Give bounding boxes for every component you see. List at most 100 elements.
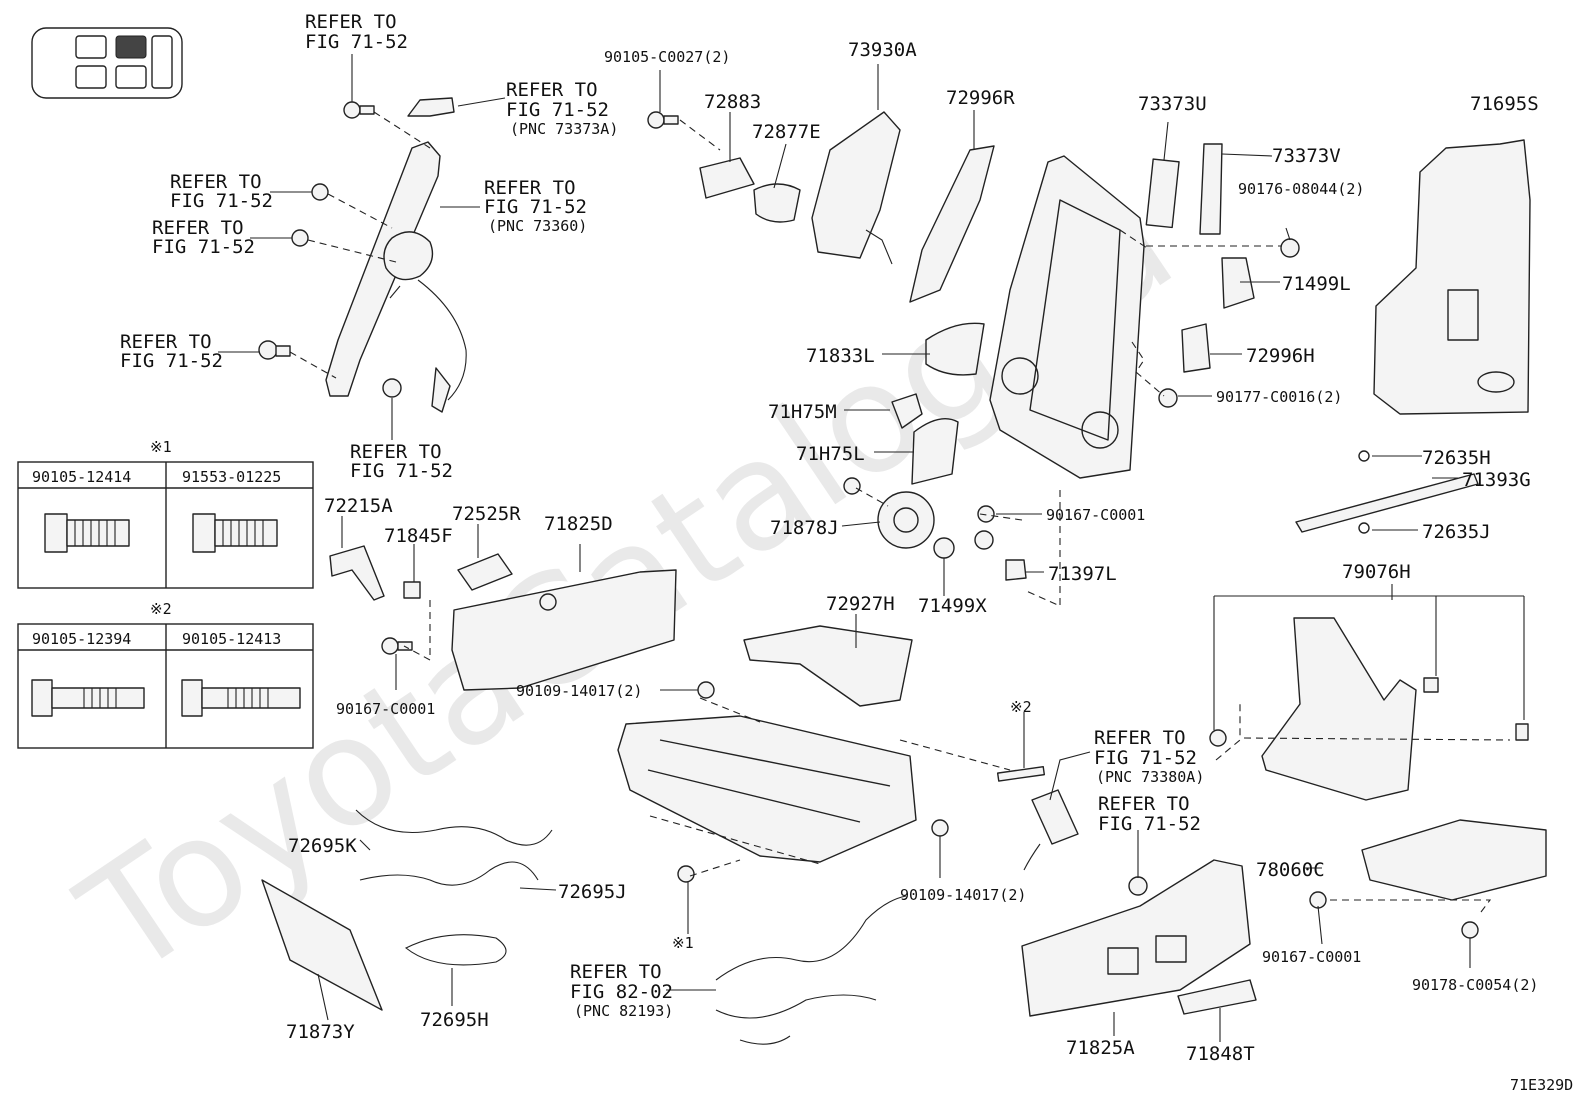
lower-cover: [261, 879, 383, 1011]
cushion-pad: [1361, 819, 1547, 901]
bolt-icon: [1128, 876, 1148, 896]
refer-label: REFER TO: [1098, 793, 1190, 815]
part-label: 71499L: [1282, 273, 1351, 295]
part-label: 90167-C0001: [336, 700, 435, 718]
seat-switch: [457, 553, 513, 591]
long-bolt-icon: [31, 679, 145, 717]
part-label: 72883: [704, 91, 761, 113]
side-trim: [909, 145, 995, 303]
legend-bolt-label: 90105-12394: [32, 630, 131, 648]
part-label: 73373U: [1138, 93, 1207, 115]
refer-pnc-label: (PNC 73380A): [1096, 768, 1204, 786]
refer-fig-label: FIG 71-52: [350, 460, 453, 482]
legend-marker-1: ※1: [150, 438, 172, 456]
cushion-shield-right: [1261, 617, 1417, 801]
recliner-cover-clip: [891, 393, 923, 429]
part-label: 90167-C0001: [1262, 948, 1361, 966]
part-label: 72695K: [288, 835, 357, 857]
part-label: 71848T: [1186, 1043, 1255, 1065]
bolt-icon: [343, 101, 375, 119]
part-label: 71825A: [1066, 1037, 1135, 1059]
part-label: 71695S: [1470, 93, 1539, 115]
frame-bracket: [1145, 158, 1180, 229]
clip-icon: [1209, 677, 1529, 747]
legend-bolt-label: 90105-12414: [32, 468, 131, 486]
part-label: 90109-14017(2): [516, 682, 642, 700]
marker-label: ※1: [672, 934, 694, 952]
refer-label: REFER TO: [350, 441, 442, 463]
cover-clip: [407, 97, 455, 117]
diagram-code: 71E329D: [1510, 1076, 1573, 1094]
long-bolt-icon: [996, 765, 1046, 782]
part-label: 71397L: [1048, 563, 1117, 585]
refer-pnc-label: (PNC 82193): [574, 1002, 673, 1020]
legend-bolt-label: 90105-12413: [182, 630, 281, 648]
part-label: 72996R: [946, 87, 1015, 109]
part-label: 72695J: [558, 881, 627, 903]
part-label: 90167-C0001: [1046, 506, 1145, 524]
part-label: 72635H: [1422, 447, 1491, 469]
lock-bracket: [1221, 257, 1255, 309]
armrest-bracket: [811, 111, 901, 265]
seat-position-icon: [31, 27, 183, 99]
part-label: 72635J: [1422, 521, 1491, 543]
refer-fig-label: FIG 71-52: [484, 196, 587, 218]
long-bolt-icon: [181, 679, 301, 717]
small-clip: [403, 581, 421, 599]
part-label: 71499X: [918, 595, 987, 617]
refer-fig-label: FIG 71-52: [152, 236, 255, 258]
part-label: 90177-C0016(2): [1216, 388, 1342, 406]
refer-label: REFER TO: [120, 331, 212, 353]
side-shield: [451, 569, 677, 691]
part-label: 71878J: [770, 517, 839, 539]
wire-harness: [355, 809, 553, 966]
seatback-board: [1373, 139, 1531, 415]
refer-fig-label: FIG 71-52: [120, 350, 223, 372]
part-label: 71833L: [806, 345, 875, 367]
strap: [1295, 450, 1479, 534]
part-label: 71393G: [1462, 469, 1531, 491]
part-label: 72695H: [420, 1009, 489, 1031]
refer-label: REFER TO: [506, 79, 598, 101]
bolt-icon: [192, 513, 278, 553]
part-label: 72927H: [826, 593, 895, 615]
part-label: 78060C: [1256, 859, 1325, 881]
side-cover-left: [329, 545, 385, 601]
part-label: 71H75M: [768, 401, 837, 423]
trim-strip: [1199, 143, 1223, 235]
part-label: 90105-C0027(2): [604, 48, 730, 66]
legend-group-1: ※1 90105-12414 91553-01225: [17, 438, 314, 589]
refer-label: REFER TO: [152, 217, 244, 239]
legend-bolt-label: 91553-01225: [182, 468, 281, 486]
part-label: 90109-14017(2): [900, 886, 1026, 904]
part-label: 73930A: [848, 39, 917, 61]
refer-label: REFER TO: [305, 11, 397, 33]
clip-icon: [1280, 238, 1300, 258]
refer-pnc-label: (PNC 73360): [488, 217, 587, 235]
recliner-cover-outer: [911, 418, 959, 485]
refer-fig-label: FIG 71-52: [305, 31, 408, 53]
part-label: 71825D: [544, 513, 613, 535]
refer-fig-label: FIG 82-02: [570, 981, 673, 1003]
refer-label: REFER TO: [484, 177, 576, 199]
switch-base: [1177, 979, 1257, 1015]
part-label: 90176-08044(2): [1238, 180, 1364, 198]
part-label: 73373V: [1272, 145, 1341, 167]
legend-group-2: ※2 90105-12394 90105-12413: [17, 600, 314, 749]
seat-harness: [715, 895, 907, 1045]
bolt-icon: [1309, 891, 1479, 939]
lower-bracket: [743, 625, 913, 707]
handle-cover: [1181, 323, 1211, 373]
part-label: 72525R: [452, 503, 521, 525]
refer-pnc-label: (PNC 73373A): [510, 120, 618, 138]
part-label: 71873Y: [286, 1021, 355, 1043]
part-label: 72996H: [1246, 345, 1315, 367]
nut-icon: [291, 183, 329, 247]
part-label: 90178-C0054(2): [1412, 976, 1538, 994]
small-bracket: [1005, 559, 1027, 581]
recliner-cover-inner: [925, 322, 985, 376]
bolt-icon: [647, 111, 679, 129]
refer-fig-label: FIG 71-52: [506, 99, 609, 121]
refer-label: REFER TO: [170, 171, 262, 193]
